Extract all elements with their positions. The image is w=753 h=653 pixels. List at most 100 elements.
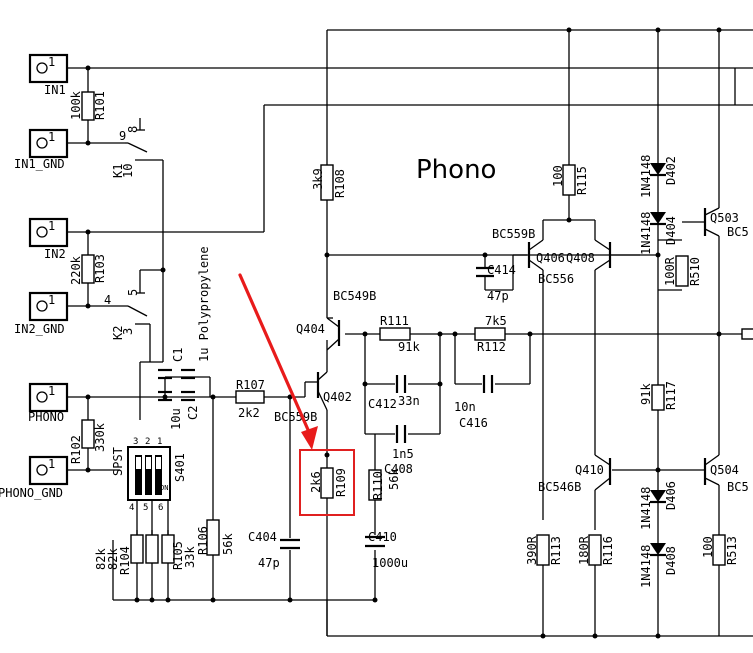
- svg-text:BC546B: BC546B: [538, 480, 581, 494]
- resistor-r101: R101 100k: [69, 90, 107, 121]
- resistor-r102: R102 330k: [69, 419, 107, 464]
- svg-text:C404: C404: [248, 530, 277, 544]
- capacitor-c404: C404 47p: [248, 530, 300, 570]
- resistor-r104: R104 82k: [106, 534, 144, 575]
- svg-text:D408: D408: [664, 546, 678, 575]
- resistor-r510: 100R R510: [663, 255, 702, 287]
- connector-label: IN1_GND: [14, 157, 65, 171]
- connector-label: PHONO: [28, 410, 64, 424]
- svg-text:100k: 100k: [69, 90, 83, 120]
- svg-text:1n5: 1n5: [392, 447, 414, 461]
- svg-text:Q402: Q402: [323, 390, 352, 404]
- svg-text:D404: D404: [664, 216, 678, 245]
- connector-phono: 1 PHONO: [28, 382, 69, 424]
- resistor-r106: R106 56k: [196, 519, 235, 556]
- svg-text:BC5: BC5: [727, 225, 749, 239]
- pointer-arrow: [238, 273, 318, 450]
- resistor-r115: 100 R115: [551, 164, 589, 196]
- resistor-r116: 180R R116: [577, 534, 615, 566]
- svg-text:1: 1: [48, 293, 55, 307]
- schematic-title: Phono: [416, 155, 496, 185]
- svg-text:1: 1: [48, 384, 55, 398]
- svg-text:R103: R103: [93, 254, 107, 283]
- svg-text:1: 1: [48, 130, 55, 144]
- svg-text:R106: R106: [196, 526, 210, 555]
- svg-text:R102: R102: [69, 435, 83, 464]
- svg-text:C2: C2: [186, 406, 200, 420]
- svg-text:C412: C412: [368, 397, 397, 411]
- connector-label: PHONO_GND: [0, 486, 63, 500]
- svg-text:BC5: BC5: [727, 480, 749, 494]
- svg-text:1u Polypropylene: 1u Polypropylene: [197, 246, 211, 362]
- svg-text:82k: 82k: [106, 548, 120, 570]
- relay-k1: K1 9 10 8: [111, 126, 140, 178]
- svg-text:R115: R115: [575, 166, 589, 195]
- svg-text:6: 6: [158, 503, 163, 513]
- svg-text:R117: R117: [664, 381, 678, 410]
- svg-text:56k: 56k: [221, 533, 235, 555]
- svg-text:1: 1: [48, 457, 55, 471]
- svg-text:R107: R107: [236, 378, 265, 392]
- connector-in2: 1 IN2: [28, 217, 69, 261]
- svg-text:10n: 10n: [454, 400, 476, 414]
- resistor-r103: R103 220k: [69, 254, 107, 285]
- highlight-box: [299, 449, 355, 516]
- diode-d408: 1N4148 D408: [639, 543, 678, 588]
- svg-text:2: 2: [145, 437, 150, 447]
- svg-text:R110: R110: [371, 471, 385, 500]
- svg-text:BC559B: BC559B: [274, 410, 317, 424]
- capacitor-c408: 1n5 C408: [384, 425, 414, 476]
- svg-text:8: 8: [126, 126, 140, 133]
- svg-text:D402: D402: [664, 156, 678, 185]
- diode-d402: 1N4148 D402: [639, 155, 678, 198]
- svg-text:Q408: Q408: [566, 251, 595, 265]
- connector-phono-gnd: 1 PHONO_GND: [0, 455, 69, 500]
- svg-text:R513: R513: [725, 536, 739, 565]
- svg-text:SPST: SPST: [111, 447, 125, 476]
- svg-text:R104: R104: [118, 546, 132, 575]
- svg-text:91k: 91k: [639, 383, 653, 405]
- svg-text:R109: R109: [334, 468, 348, 497]
- svg-text:2k2: 2k2: [238, 406, 260, 420]
- svg-text:1N4148: 1N4148: [639, 155, 653, 198]
- capacitor-c2: C2 10u: [158, 390, 200, 430]
- svg-text:1N4148: 1N4148: [639, 545, 653, 588]
- diode-d406: 1N4148 D406: [639, 481, 678, 530]
- svg-text:S401: S401: [173, 453, 187, 482]
- svg-text:100: 100: [701, 536, 715, 558]
- svg-text:K2: K2: [111, 326, 125, 340]
- svg-text:330k: 330k: [93, 422, 107, 452]
- diode-d404: 1N4148 D404: [639, 212, 678, 255]
- svg-text:ON: ON: [160, 484, 168, 492]
- svg-text:R510: R510: [688, 257, 702, 286]
- svg-text:R111: R111: [380, 314, 409, 328]
- svg-text:C416: C416: [459, 416, 488, 430]
- svg-text:33k: 33k: [183, 546, 197, 568]
- svg-text:Q504: Q504: [710, 463, 739, 477]
- svg-text:2k6: 2k6: [309, 471, 323, 493]
- resistor-r117: 91k R117: [639, 381, 678, 411]
- svg-text:Q503: Q503: [710, 211, 739, 225]
- svg-text:R101: R101: [93, 91, 107, 120]
- svg-text:3k9: 3k9: [311, 168, 325, 190]
- svg-text:BC556: BC556: [538, 272, 574, 286]
- svg-text:3: 3: [133, 437, 138, 447]
- svg-text:R113: R113: [549, 536, 563, 565]
- resistor-r107: R107 2k2: [235, 378, 265, 420]
- svg-text:C1: C1: [171, 348, 185, 362]
- connector-in1: 1 IN1: [28, 53, 69, 97]
- dip-switch-s401: SPST S401 ON 3 2 1 4 5 6: [111, 437, 187, 513]
- svg-text:R105: R105: [171, 541, 185, 570]
- svg-text:K1: K1: [111, 164, 125, 178]
- svg-text:Q406: Q406: [536, 251, 565, 265]
- svg-text:47p: 47p: [487, 289, 509, 303]
- svg-text:180R: 180R: [577, 535, 591, 565]
- svg-text:4: 4: [129, 503, 134, 513]
- transistor-q503: Q503 BC5: [703, 207, 749, 239]
- svg-text:BC559B: BC559B: [492, 227, 535, 241]
- connector-in2-gnd: 1 IN2_GND: [14, 291, 69, 336]
- transistor-q406: BC559B Q406: [492, 227, 565, 271]
- svg-text:C414: C414: [487, 263, 516, 277]
- svg-text:5: 5: [126, 289, 140, 296]
